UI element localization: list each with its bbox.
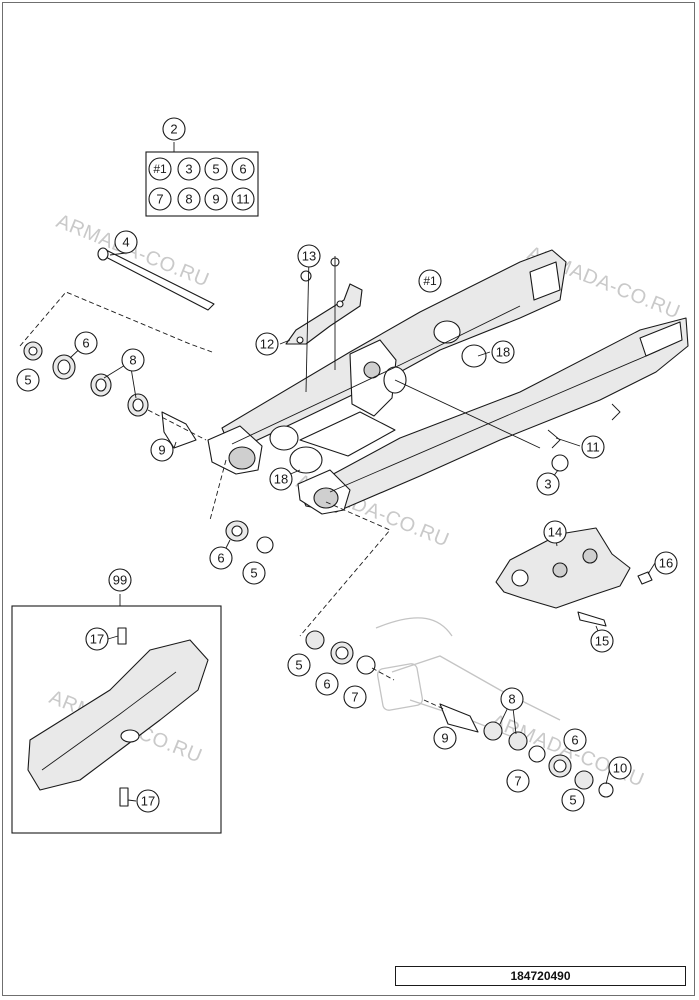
callout-10: 10 (608, 756, 632, 780)
kit-member: 6 (231, 157, 255, 181)
chain-guide (495, 527, 653, 627)
callout-label: 16 (659, 556, 673, 571)
kit-member-label: 9 (212, 192, 219, 207)
drawing-number: 184720490 (395, 966, 686, 986)
callout-label: #1 (423, 274, 437, 288)
callout-18: 18 (491, 340, 515, 364)
kit-member-label: 3 (185, 162, 192, 177)
callout-8: 8 (500, 687, 524, 711)
bearing-stack-lower (225, 520, 274, 554)
callout-6: 6 (209, 546, 233, 570)
callout-1: #1 (418, 269, 442, 293)
callout-16: 16 (654, 551, 678, 575)
callout-label: 5 (295, 658, 302, 673)
callout-99: 99 (108, 568, 132, 592)
kit-member-label: 5 (212, 162, 219, 177)
kit-member: 7 (148, 187, 172, 211)
callout-label: 2 (170, 122, 177, 137)
callout-14: 14 (543, 520, 567, 544)
callout-label: 11 (586, 440, 600, 455)
callout-18: 18 (269, 467, 293, 491)
kit-member: 8 (177, 187, 201, 211)
callout-15: 15 (590, 629, 614, 653)
callouts: 2 #1 3 5 6 7 8 9 11 4 13 #1 12 18 6 8 5 … (16, 117, 678, 813)
callout-label: 9 (158, 443, 165, 458)
callout-13: 13 (297, 244, 321, 268)
kit-member-label: #1 (153, 162, 167, 176)
kit-member: 9 (204, 187, 228, 211)
callout-label: 8 (129, 353, 136, 368)
swingarm (207, 249, 689, 515)
callout-label: 6 (217, 551, 224, 566)
bearing-stack-right (305, 630, 614, 798)
kit-member-label: 6 (239, 162, 246, 177)
kit-member: 3 (177, 157, 201, 181)
assembly-dashed-lines (19, 291, 447, 711)
callout-12: 12 (255, 332, 279, 356)
callout-label: 7 (514, 774, 521, 789)
callout-label: 18 (496, 345, 510, 360)
kit-member-label: 7 (156, 192, 163, 207)
callout-label: 99 (113, 573, 127, 588)
callout-label: 18 (274, 472, 288, 487)
callout-label: 7 (351, 690, 358, 705)
callout-label: 4 (122, 235, 129, 250)
kit-member-label: 11 (236, 192, 250, 207)
kit-member: 11 (231, 187, 255, 211)
bearing-stack-left (23, 341, 197, 449)
kit-box (145, 142, 259, 217)
kit-member: #1 (148, 157, 172, 181)
callout-6: 6 (74, 331, 98, 355)
callout-17: 17 (136, 789, 160, 813)
callout-label: 14 (548, 525, 562, 540)
callout-label: 9 (441, 731, 448, 746)
callout-4: 4 (114, 230, 138, 254)
callout-6: 6 (563, 728, 587, 752)
kit-member-label: 8 (185, 192, 192, 207)
inset-box (11, 605, 222, 834)
callout-label: 6 (82, 336, 89, 351)
callout-label: 5 (250, 566, 257, 581)
callout-8: 8 (121, 348, 145, 372)
callout-label: 3 (544, 477, 551, 492)
callout-label: 5 (24, 373, 31, 388)
callout-5: 5 (287, 653, 311, 677)
callout-7: 7 (343, 685, 367, 709)
callout-label: 12 (260, 337, 274, 352)
callout-label: 17 (90, 632, 104, 647)
callout-label: 15 (595, 634, 609, 649)
callout-11: 11 (581, 435, 605, 459)
callout-7: 7 (506, 769, 530, 793)
callout-label: 6 (571, 733, 578, 748)
callout-5: 5 (561, 788, 585, 812)
kit-member: 5 (204, 157, 228, 181)
callout-5: 5 (242, 561, 266, 585)
callout-kit: 2 (162, 117, 186, 141)
callout-9: 9 (150, 438, 174, 462)
callout-9: 9 (433, 726, 457, 750)
callout-label: 13 (302, 249, 316, 264)
callout-5: 5 (16, 368, 40, 392)
callout-label: 17 (141, 794, 155, 809)
callout-3: 3 (536, 472, 560, 496)
callout-label: 6 (323, 677, 330, 692)
callout-label: 10 (613, 761, 627, 776)
callout-6: 6 (315, 672, 339, 696)
chain-slider (285, 283, 363, 345)
callout-label: 5 (569, 793, 576, 808)
callout-17: 17 (85, 627, 109, 651)
pivot-bolt (97, 247, 215, 311)
callout-label: 8 (508, 692, 515, 707)
